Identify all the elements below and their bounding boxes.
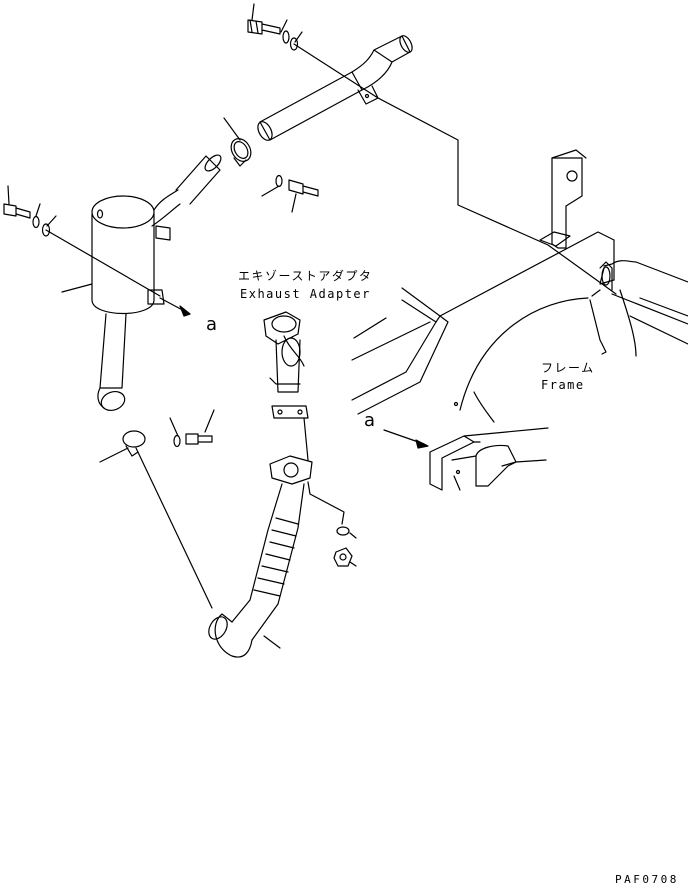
left-bolt-set (3, 185, 57, 237)
upper-tail-pipe (257, 35, 413, 141)
reference-mark-a-frame: a (364, 410, 376, 431)
lower-bolt-set (169, 409, 215, 448)
frame-label-jp: フレーム (541, 361, 595, 375)
exhaust-adapter-label-en: Exhaust Adapter (240, 287, 371, 301)
muffler (61, 154, 222, 412)
drawing-code: PAF0708 (615, 873, 679, 886)
middle-bolt-set (261, 174, 319, 213)
exhaust-adapter-label-jp: エキゾーストアダプタ (238, 269, 373, 283)
exhaust-adapter (263, 311, 309, 461)
frame-label-en: Frame (541, 378, 585, 392)
lower-pipe-clamp (99, 430, 146, 463)
flexible-exhaust-pipe (208, 455, 313, 658)
nut-and-washer (307, 481, 357, 567)
frame (351, 149, 688, 491)
reference-mark-a-muffler: a (206, 314, 218, 335)
upper-pipe-clamp (223, 117, 252, 167)
top-bolt-set (247, 3, 303, 51)
